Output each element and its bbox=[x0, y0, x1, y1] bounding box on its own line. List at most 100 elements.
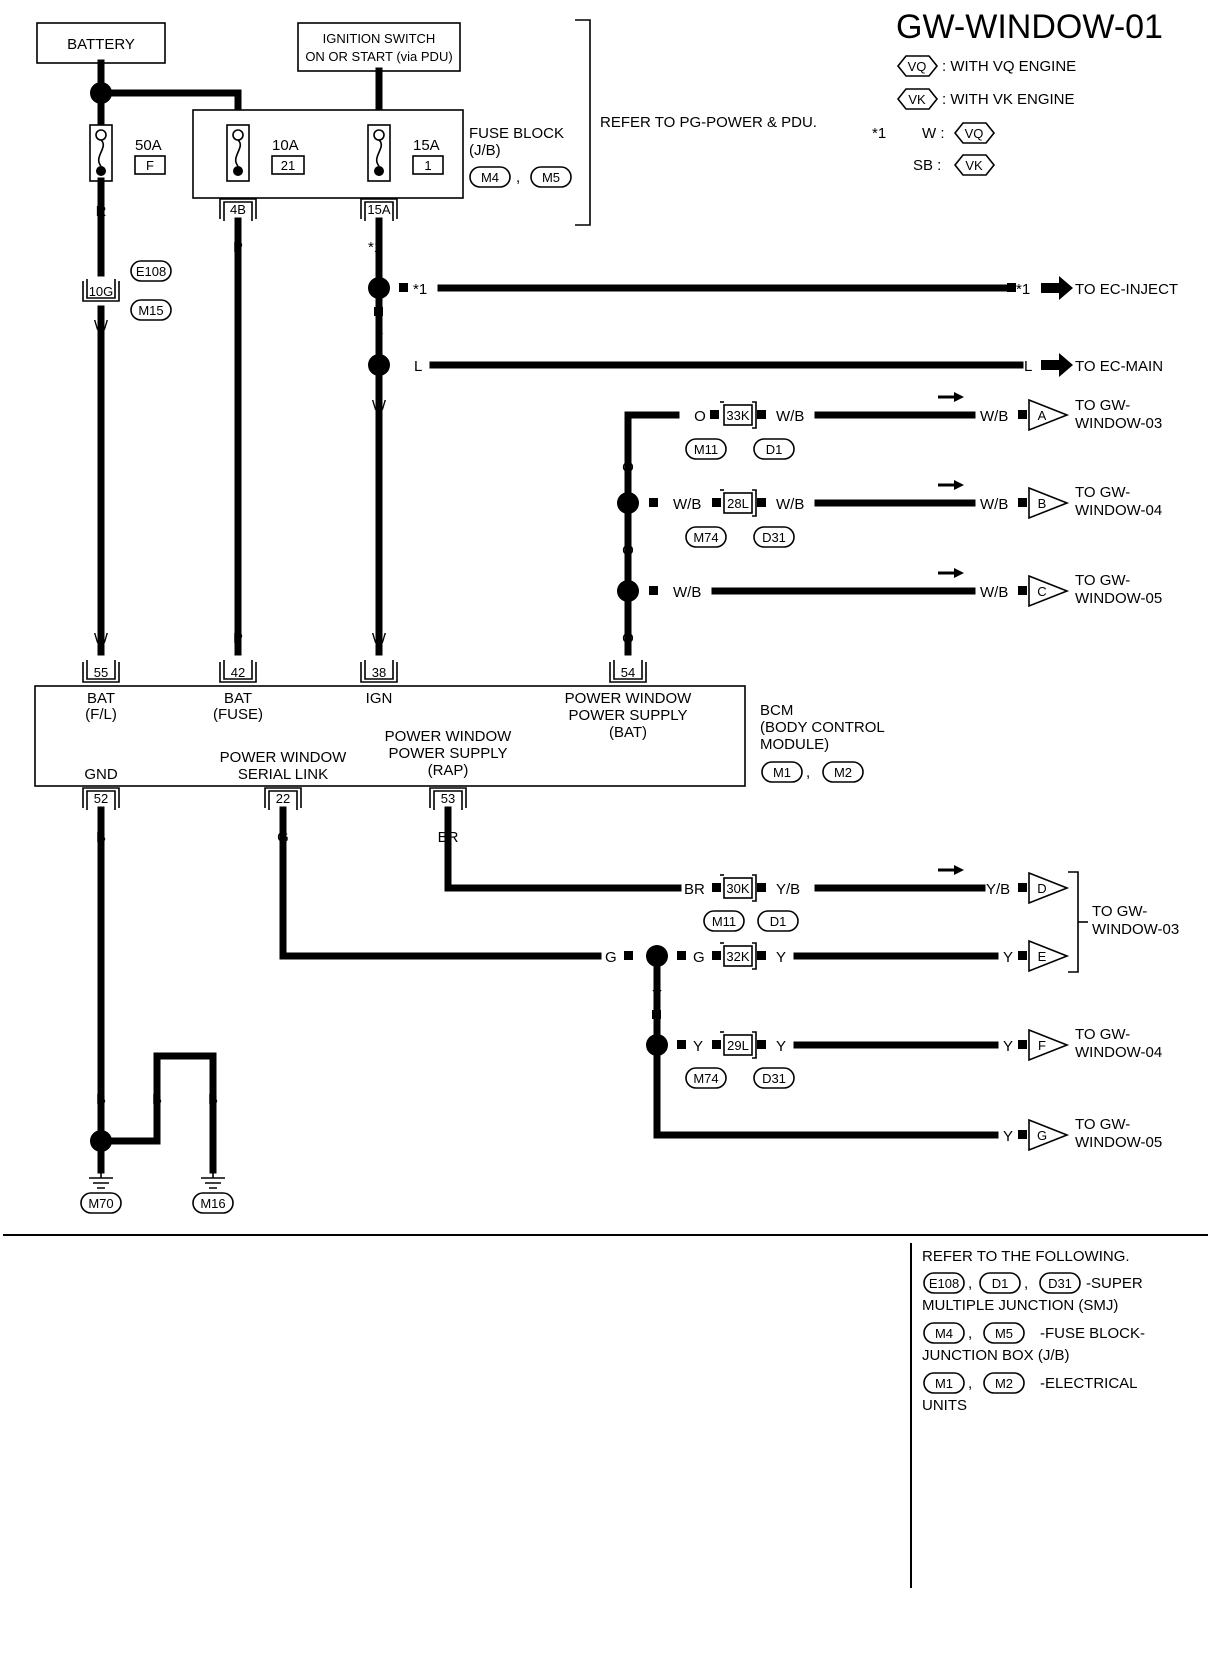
bcm-ign: IGN bbox=[366, 690, 393, 707]
wire-b-label-1: B bbox=[96, 829, 106, 846]
stub-29l-right bbox=[757, 1040, 766, 1049]
fuse-block-jb: (J/B) bbox=[469, 142, 501, 159]
bcm-conn-m1-label: M1 bbox=[773, 765, 791, 780]
legend-vk-text: : WITH VK ENGINE bbox=[942, 91, 1075, 108]
direction-arrow-b bbox=[936, 478, 966, 492]
splice-b bbox=[617, 492, 639, 514]
junction-d1-a-label: D1 bbox=[766, 442, 783, 457]
wire-wb-c-left-label: W/B bbox=[673, 584, 701, 601]
ec-inject-stub bbox=[399, 283, 408, 292]
legend-vq-tag: VQ bbox=[908, 59, 927, 74]
bcm-conn-m2-label: M2 bbox=[834, 765, 852, 780]
legend-vk-tag: VK bbox=[908, 92, 926, 107]
wire-b-label-4: B bbox=[208, 1091, 218, 1108]
junction-m11-d-label: M11 bbox=[712, 914, 736, 929]
stub-28l-right bbox=[757, 498, 766, 507]
ec-inject-arrow bbox=[1041, 276, 1073, 300]
wire-w-label-1: W bbox=[94, 317, 109, 334]
legend-vq: VQ : WITH VQ ENGINE bbox=[896, 55, 1076, 77]
wire-y-f-left-label: Y bbox=[693, 1038, 703, 1055]
bcm-pin-22-label: 22 bbox=[276, 791, 290, 806]
junction-m74-b-label: M74 bbox=[693, 530, 718, 545]
wire-yb-d-label: Y/B bbox=[986, 881, 1010, 898]
refer-comma-3: , bbox=[968, 1325, 972, 1342]
smj-e108-label: E108 bbox=[136, 264, 166, 279]
wire-y-32k-label: Y bbox=[776, 949, 786, 966]
bcm-name-line1: BCM bbox=[760, 702, 793, 719]
bcm-serial-line1: POWER WINDOW bbox=[220, 749, 347, 766]
connector-g-letter: G bbox=[1037, 1128, 1047, 1143]
splice-ec-main bbox=[368, 354, 390, 376]
stub-e bbox=[1018, 951, 1027, 960]
bracket-de bbox=[1068, 871, 1079, 973]
junction-29l-label: 29L bbox=[727, 1038, 749, 1053]
ec-inject-star-right: *1 bbox=[1016, 281, 1030, 298]
stub-c-left bbox=[649, 586, 658, 595]
wire-wb-a-label: W/B bbox=[980, 408, 1008, 425]
to-gw-de-line2: WINDOW-03 bbox=[1092, 921, 1179, 938]
stub-28l-left bbox=[712, 498, 721, 507]
connector-b bbox=[1028, 487, 1068, 519]
wire-wb-b-label: W/B bbox=[980, 496, 1008, 513]
stub-f bbox=[1018, 1040, 1027, 1049]
ground-m16-symbol bbox=[200, 1165, 226, 1189]
wire-wb-33k-right-label: W/B bbox=[776, 408, 804, 425]
splice-c bbox=[617, 580, 639, 602]
splice-f bbox=[646, 1034, 668, 1056]
bcm-rap-line2: POWER SUPPLY bbox=[389, 745, 508, 762]
to-gw-de-line1: TO GW- bbox=[1092, 903, 1147, 920]
connector-b-letter: B bbox=[1038, 496, 1047, 511]
refer-fb-text1: -FUSE BLOCK- bbox=[1040, 1325, 1145, 1342]
wire-l-label: L bbox=[375, 321, 383, 338]
battery-box bbox=[36, 22, 166, 64]
bcm-pin-52-label: 52 bbox=[94, 791, 108, 806]
direction-arrow-a bbox=[936, 390, 966, 404]
junction-d1-d-label: D1 bbox=[770, 914, 787, 929]
stub-f-left bbox=[677, 1040, 686, 1049]
stub-29l-left bbox=[712, 1040, 721, 1049]
refer-comma-4: , bbox=[968, 1375, 972, 1392]
wire-w-ign-label-2: W bbox=[372, 630, 387, 647]
stub-d bbox=[1018, 883, 1027, 892]
to-gw-c-line2: WINDOW-05 bbox=[1075, 590, 1162, 607]
refer-fb-text2: JUNCTION BOX (J/B) bbox=[922, 1347, 1070, 1364]
legend-note-vk-tag: VK bbox=[965, 158, 983, 173]
to-gw-b-line1: TO GW- bbox=[1075, 484, 1130, 501]
terminal-4b-label: 4B bbox=[230, 202, 246, 217]
connector-g bbox=[1028, 1119, 1068, 1151]
bcm-pin-55-label: 55 bbox=[94, 665, 108, 680]
stub-y-down bbox=[652, 1010, 661, 1019]
wire-yb-30k-label: Y/B bbox=[776, 881, 800, 898]
bcm-rap-line1: POWER WINDOW bbox=[385, 728, 512, 745]
refer-m1-label: M1 bbox=[935, 1376, 953, 1391]
fuse-50a-id-box bbox=[134, 155, 166, 175]
connector-a bbox=[1028, 399, 1068, 431]
ec-main-arrow bbox=[1041, 353, 1073, 377]
wire-b-label-2: B bbox=[96, 1091, 106, 1108]
wire-br-label-1: BR bbox=[438, 829, 459, 846]
wire-o bbox=[624, 411, 680, 656]
bcm-pin-42-label: 42 bbox=[231, 665, 245, 680]
fuse-10a bbox=[226, 124, 250, 182]
refer-bracket bbox=[575, 19, 591, 226]
ignition-line2: ON OR START (via PDU) bbox=[305, 49, 452, 64]
wire-o-label-1: O bbox=[622, 459, 634, 476]
fuse-block-conn-m5-label: M5 bbox=[542, 170, 560, 185]
stub-g bbox=[1018, 1130, 1027, 1139]
legend-note-vq-tag: VQ bbox=[965, 126, 984, 141]
bcm-conn-comma: , bbox=[806, 764, 810, 781]
wire-b-label-3: B bbox=[152, 1091, 162, 1108]
junction-32k-label: 32K bbox=[726, 949, 749, 964]
to-gw-f-line1: TO GW- bbox=[1075, 1026, 1130, 1043]
ignition-line1: IGNITION SWITCH bbox=[323, 31, 436, 46]
stub-32k-left bbox=[712, 951, 721, 960]
refer-smj-text2: MULTIPLE JUNCTION (SMJ) bbox=[922, 1297, 1118, 1314]
fuse-50a-amp: 50A bbox=[135, 137, 162, 154]
wire-star1-label: *1 bbox=[368, 239, 382, 256]
refer-eu-text1: -ELECTRICAL bbox=[1040, 1375, 1138, 1392]
wire-o-label-3: O bbox=[622, 630, 634, 647]
ec-main-wire-label-right: L bbox=[1024, 358, 1032, 375]
wire-wb-c-label: W/B bbox=[980, 584, 1008, 601]
bcm-pin-53-label: 53 bbox=[441, 791, 455, 806]
legend-vq-text: : WITH VQ ENGINE bbox=[942, 58, 1076, 75]
